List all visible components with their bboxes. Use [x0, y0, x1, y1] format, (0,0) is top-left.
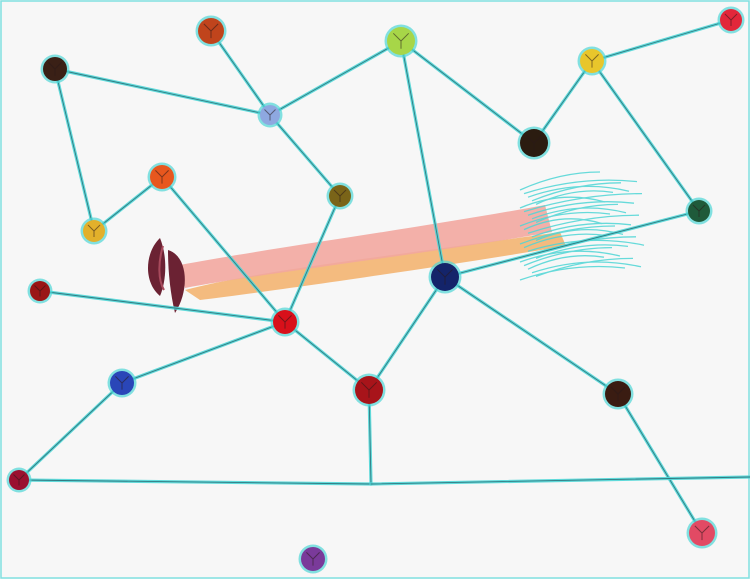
edge-line — [18, 479, 372, 485]
network-edges — [17, 18, 750, 535]
node-dark-left — [40, 54, 70, 84]
brush-bristle — [527, 214, 640, 234]
node-marker — [13, 474, 25, 486]
node-navy — [428, 260, 462, 294]
brush-bristle — [519, 265, 626, 281]
node-red-center — [270, 307, 300, 337]
edge-line — [121, 321, 286, 384]
node-pink — [686, 517, 718, 549]
brush-bristle — [527, 255, 605, 270]
network-nodes — [6, 6, 745, 574]
node-marker — [278, 315, 292, 329]
node-dark-mid — [517, 126, 551, 160]
edge-line — [370, 476, 750, 485]
node-blue — [107, 368, 137, 398]
brush-bristle — [531, 182, 622, 202]
node-marker — [155, 170, 169, 184]
brush-bristle — [535, 190, 614, 205]
edge-line — [284, 195, 341, 323]
node-mustard — [80, 217, 108, 245]
brush-orange-band — [185, 232, 566, 300]
brush-bristle — [523, 179, 638, 195]
edge-line — [161, 176, 286, 323]
sail-highlight — [158, 245, 165, 291]
edge-line — [18, 382, 123, 481]
node-brown-right — [602, 378, 634, 410]
brush-bristle — [531, 222, 632, 238]
brush-bristle — [523, 218, 603, 231]
node-orange — [147, 162, 177, 192]
brush-bristle — [535, 203, 619, 223]
edge-line — [54, 68, 271, 116]
edge-line — [284, 321, 370, 391]
node-marker — [264, 109, 276, 121]
brush-bristle — [523, 192, 643, 213]
brush-stroke — [180, 171, 645, 300]
sail-right — [168, 250, 185, 313]
edge-line — [444, 276, 619, 395]
edge-line — [591, 60, 700, 212]
brush-bristle — [527, 201, 635, 216]
node-marker — [360, 381, 378, 398]
node-olive — [326, 182, 354, 210]
edge-line — [368, 276, 446, 391]
edge-line — [400, 40, 535, 144]
node-red-tr — [717, 6, 745, 34]
node-marker — [48, 62, 62, 76]
node-green-right — [685, 197, 713, 225]
brush-bristle — [519, 196, 606, 209]
node-tl-top — [195, 15, 227, 47]
edge-line — [591, 19, 732, 62]
node-burgundy — [6, 467, 32, 493]
node-marker — [87, 224, 101, 238]
edge-line — [400, 40, 446, 278]
edge-line — [269, 40, 402, 116]
node-marker — [306, 552, 320, 566]
node-marker — [392, 32, 410, 49]
node-marker — [694, 525, 710, 541]
edge-line — [444, 210, 700, 278]
node-marker — [525, 134, 543, 151]
node-marker — [115, 376, 129, 390]
brush-bristle — [523, 246, 613, 267]
edge-line — [617, 393, 703, 534]
edge-line — [210, 30, 271, 116]
brush-pink-band — [180, 205, 552, 288]
brush-bristle — [523, 233, 608, 249]
node-marker — [692, 204, 706, 218]
node-marker — [436, 268, 454, 285]
brush-bristle — [519, 225, 616, 245]
node-marker — [610, 386, 626, 402]
node-marker — [724, 13, 738, 27]
brush-bristle — [519, 211, 611, 227]
node-purple — [298, 544, 328, 574]
node-marker — [203, 23, 219, 39]
edge-line — [54, 68, 95, 232]
node-marker — [333, 189, 347, 203]
sail-shape — [147, 238, 185, 313]
brush-bristle — [519, 171, 601, 191]
node-marker — [585, 54, 599, 68]
brush-bristles — [519, 171, 645, 281]
node-maroon-left — [27, 278, 53, 304]
node-periwinkle — [257, 102, 283, 128]
edge-line — [39, 290, 286, 323]
node-marker — [34, 285, 46, 297]
node-crimson — [352, 373, 386, 407]
edge-line — [533, 60, 593, 144]
edge-line — [269, 114, 341, 197]
node-yellow-tr — [577, 46, 607, 76]
node-lime — [384, 24, 418, 58]
